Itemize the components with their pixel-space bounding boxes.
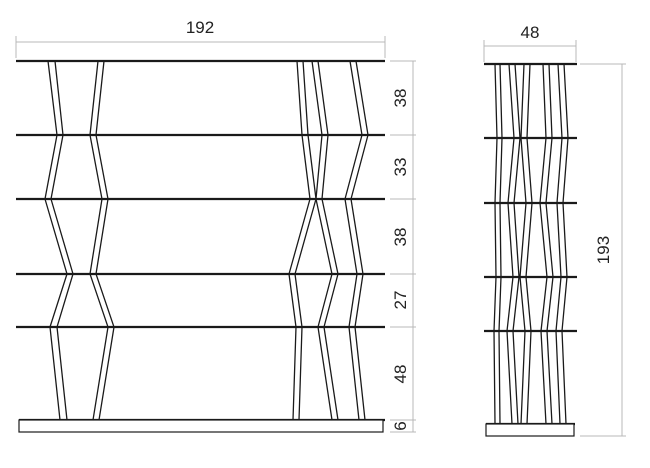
front-leg <box>311 60 333 421</box>
front-leg <box>95 60 115 421</box>
side-base <box>485 423 575 437</box>
shelf-spacing-dimensions: 38 33 38 27 48 6 <box>390 60 416 433</box>
front-leg <box>344 60 363 421</box>
side-height-label: 193 <box>594 236 613 264</box>
side-depth-label: 48 <box>521 23 540 42</box>
front-legs <box>44 60 369 421</box>
shelf-spacing-label: 33 <box>391 158 410 177</box>
base-height-label: 6 <box>391 421 410 430</box>
side-leg <box>493 63 498 425</box>
side-leg <box>525 63 533 425</box>
shelf-spacing-label: 48 <box>391 365 410 384</box>
front-leg <box>44 60 68 421</box>
side-height-dimension: 193 <box>580 63 626 437</box>
side-leg <box>512 63 521 425</box>
side-view: 48 193 <box>483 23 626 437</box>
front-view: 192 <box>15 18 416 433</box>
side-leg <box>555 63 563 425</box>
front-leg <box>294 60 317 421</box>
side-leg <box>539 63 548 425</box>
front-leg <box>350 60 369 421</box>
shelf-spacing-label: 38 <box>391 89 410 108</box>
front-width-label: 192 <box>186 18 214 37</box>
side-leg <box>519 63 527 425</box>
shelf-spacing-label: 38 <box>391 228 410 247</box>
side-leg <box>561 63 569 425</box>
shelf-spacing-label: 27 <box>391 291 410 310</box>
side-leg <box>498 63 503 425</box>
front-leg <box>50 60 74 421</box>
side-leg <box>545 63 554 425</box>
side-depth-dimension: 48 <box>483 23 577 62</box>
front-leg <box>288 60 311 421</box>
front-leg <box>317 60 339 421</box>
front-base <box>18 419 384 433</box>
side-leg <box>506 63 515 425</box>
front-width-dimension: 192 <box>15 18 386 58</box>
side-legs <box>493 63 569 425</box>
front-leg <box>89 60 109 421</box>
